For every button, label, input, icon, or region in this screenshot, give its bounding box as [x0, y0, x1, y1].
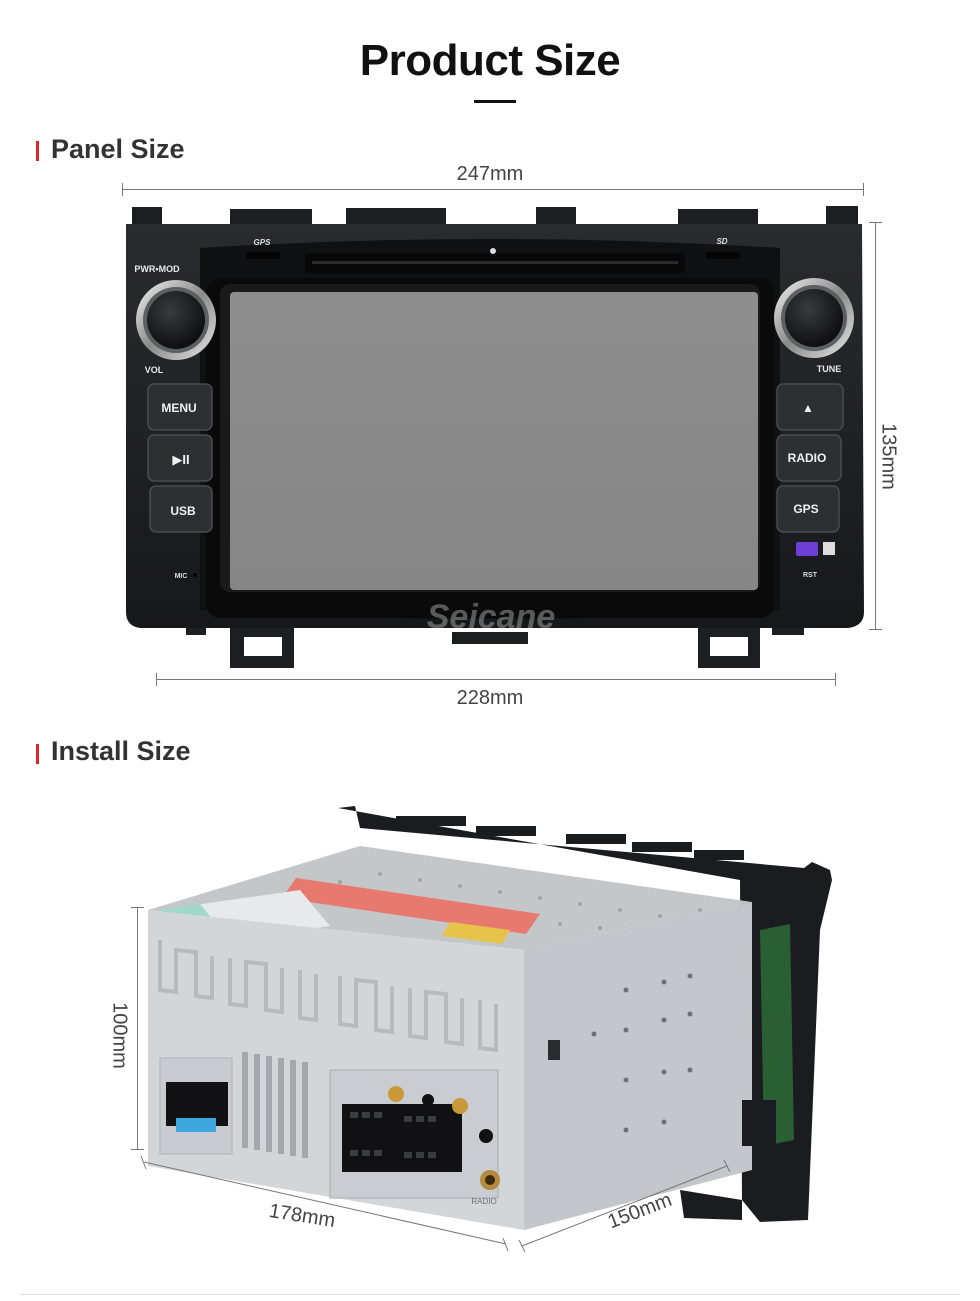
head-unit-front-panel: GPS SD PWR•MOD VOL TUNE MENU ▶II USB MIC…: [126, 206, 864, 668]
mic-label: MIC: [175, 573, 188, 580]
panel-width-top-line: [122, 189, 864, 190]
title-underline: [474, 100, 516, 103]
dim-tick: [122, 183, 123, 196]
usb-button-label: USB: [170, 504, 196, 518]
menu-button-label: MENU: [161, 401, 196, 415]
panel-size-heading: Panel Size: [51, 134, 185, 164]
vol-label: VOL: [145, 365, 164, 375]
install-size-heading: Install Size: [51, 736, 191, 766]
panel-width-top-label: 247mm: [456, 163, 524, 185]
dim-tick: [156, 673, 157, 686]
panel-width-bottom-line: [156, 679, 836, 680]
radio-port-label: RADIO: [471, 1197, 496, 1206]
page-title: Product Size: [359, 36, 621, 85]
dim-tick: [869, 629, 882, 630]
panel-width-bottom-label: 228mm: [456, 687, 524, 709]
section-marker: [36, 744, 39, 764]
install-depth-dimension: [518, 1159, 731, 1253]
dim-tick: [869, 222, 882, 223]
install-width-dimension: [140, 1155, 509, 1252]
chassis-back-view: RADIO: [148, 806, 832, 1230]
radio-button-label: RADIO: [788, 451, 827, 465]
sd-slot-label: SD: [716, 237, 727, 246]
eject-button-label: ▲: [802, 401, 814, 415]
display-screen: [230, 292, 758, 590]
dim-tick: [131, 1149, 144, 1150]
rst-label: RST: [803, 572, 818, 579]
gps-slot-label: GPS: [254, 238, 272, 247]
pwr-mod-label: PWR•MOD: [134, 264, 180, 274]
dim-tick: [863, 183, 864, 196]
install-height-line: [137, 907, 138, 1150]
section-marker: [36, 141, 39, 161]
dim-tick: [835, 673, 836, 686]
gps-button-label: GPS: [793, 502, 818, 516]
dim-tick: [131, 907, 144, 908]
play-pause-button-label: ▶II: [172, 452, 189, 467]
tune-label: TUNE: [817, 364, 842, 374]
panel-height-line: [875, 222, 876, 630]
footer-divider: [20, 1294, 960, 1295]
seicane-watermark: Seicane: [427, 598, 556, 636]
